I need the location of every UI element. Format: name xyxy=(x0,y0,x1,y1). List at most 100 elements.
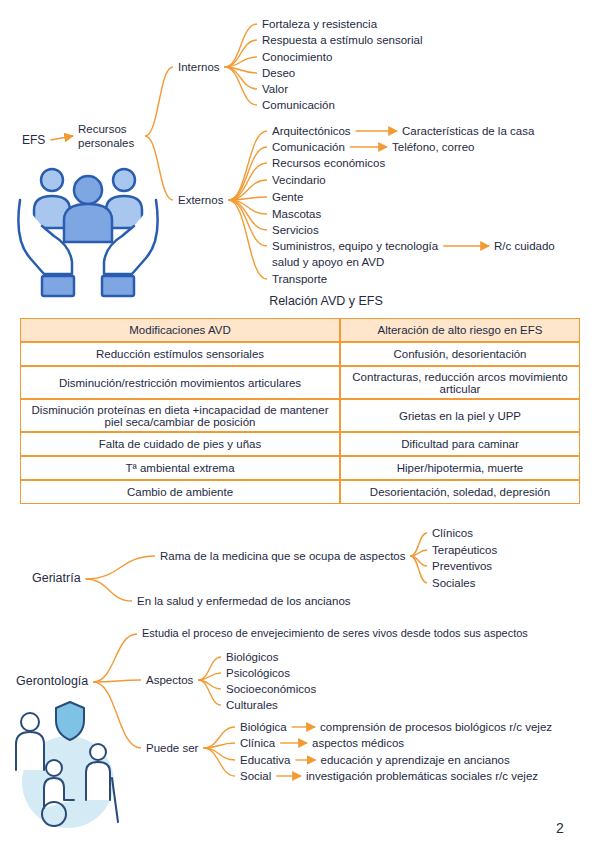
node-text: Vecindario xyxy=(272,173,326,187)
arrow-connector xyxy=(356,130,397,131)
node-text: Clínicos xyxy=(432,526,473,540)
map-node: R/c cuidado xyxy=(492,238,557,254)
map-node: Gerontología xyxy=(14,673,90,691)
arrow-connector xyxy=(276,775,301,776)
cell-text: Desorientación, soledad, depresión xyxy=(370,486,550,498)
map-node: investigación problemáticas sociales r/c… xyxy=(304,768,540,784)
node-text: Mascotas xyxy=(272,207,321,221)
map-node: comprensión de procesos biológicos r/c v… xyxy=(318,719,554,735)
map-node: Preventivos xyxy=(430,558,494,574)
map-node: Rama de la medicina que se ocupa de aspe… xyxy=(158,548,408,564)
map-node: Recursos económicos xyxy=(270,155,387,171)
node-text: Gerontología xyxy=(16,674,88,690)
cell-text: Grietas en la piel y UPP xyxy=(399,410,521,422)
map-node: Teléfono, correo xyxy=(390,139,476,155)
node-text: Comunicación xyxy=(262,98,335,112)
cell-text: Contracturas, reducción arcos movimiento… xyxy=(349,371,571,395)
node-text: Socioeconómicos xyxy=(226,682,316,696)
branch-connector xyxy=(228,200,267,279)
node-text: aspectos médicos xyxy=(312,736,404,750)
map-node: Internos xyxy=(176,59,222,75)
node-text: Culturales xyxy=(226,698,278,712)
arrow-connector xyxy=(50,136,73,140)
branch-connector xyxy=(225,24,257,67)
table-cell: Contracturas, reducción arcos movimiento… xyxy=(340,366,580,399)
node-text: Transporte xyxy=(272,272,327,286)
node-text: EFS xyxy=(22,133,45,148)
map-node: Clínica xyxy=(238,735,277,751)
cell-text: Dificultad para caminar xyxy=(401,438,519,450)
note-text: salud y apoyo en AVD xyxy=(272,255,384,269)
branch-connector xyxy=(228,200,267,230)
map-node: Respuesta a estímulo sensorial xyxy=(260,32,424,48)
node-text: Deseo xyxy=(262,66,295,80)
cell-text: Alteración de alto riesgo en EFS xyxy=(378,324,543,336)
map-node: Mascotas xyxy=(270,206,323,222)
node-text: Teléfono, correo xyxy=(392,140,474,154)
node-text: Internos xyxy=(178,60,220,74)
cell-text: Falta de cuidado de pies y uñas xyxy=(99,438,261,450)
map-node: aspectos médicos xyxy=(310,735,406,751)
map-node: Transporte xyxy=(270,271,329,287)
node-text: Puede ser xyxy=(146,741,198,755)
node-text: Biológica xyxy=(240,720,287,734)
branch-connector xyxy=(225,40,257,67)
branch-connector xyxy=(93,682,141,748)
branch-connector xyxy=(198,673,221,680)
table-title: Relación AVD y EFS xyxy=(269,294,383,310)
branch-connector xyxy=(198,680,221,705)
cell-text: Disminución/restricción movimientos arti… xyxy=(59,377,301,389)
map-node: Fortaleza y resistencia xyxy=(260,16,379,32)
node-text: Terapéuticos xyxy=(432,543,497,557)
branch-connector xyxy=(198,657,221,680)
cell-text: Confusión, desorientación xyxy=(394,348,527,360)
map-node: Características de la casa xyxy=(400,123,536,139)
branch-connector xyxy=(203,748,235,760)
branch-connector xyxy=(228,131,267,200)
node-text: En la salud y enfermedad de los ancianos xyxy=(137,594,351,608)
branch-connector xyxy=(86,556,155,579)
map-node: Socioeconómicos xyxy=(224,681,318,697)
cell-text: Tª ambiental extrema xyxy=(125,462,234,474)
node-text: Recursos económicos xyxy=(272,156,385,170)
branch-connector xyxy=(411,556,428,583)
table-cell: Reducción estímulos sensoriales xyxy=(20,342,340,366)
cell-text: Disminución proteínas en dieta +incapaci… xyxy=(29,404,331,428)
node-text: Valor xyxy=(262,82,288,96)
table-cell: Falta de cuidado de pies y uñas xyxy=(20,432,340,456)
node-text: Rama de la medicina que se ocupa de aspe… xyxy=(160,549,406,563)
node-text: Respuesta a estímulo sensorial xyxy=(262,33,422,47)
people-hands-icon xyxy=(18,169,157,296)
branch-connector xyxy=(203,743,235,748)
node-text: Preventivos xyxy=(432,559,492,573)
branch-connector xyxy=(225,57,257,67)
node-text: R/c cuidado xyxy=(494,239,555,253)
node-text: Fortaleza y resistencia xyxy=(262,17,377,31)
map-node: En la salud y enfermedad de los ancianos xyxy=(135,593,353,609)
map-node: Externos xyxy=(176,192,225,208)
branch-connector xyxy=(203,748,235,776)
branch-connector xyxy=(93,680,141,682)
map-node: Comunicación xyxy=(270,139,347,155)
map-node: Terapéuticos xyxy=(430,542,499,558)
map-node: Psicológicos xyxy=(224,665,292,681)
label-text: Relación AVD y EFS xyxy=(269,294,383,308)
map-node: Culturales xyxy=(224,697,280,713)
map-node: Biológica xyxy=(238,719,289,735)
map-node: Sociales xyxy=(430,575,477,591)
branch-connector xyxy=(86,579,132,601)
map-node: Conocimiento xyxy=(260,49,334,65)
node-text: Suministros, equipo y tecnología xyxy=(272,239,438,253)
node-text: Biológicos xyxy=(226,650,278,664)
map-node: Clínicos xyxy=(430,525,475,541)
map-node: educación y aprendizaje en ancianos xyxy=(319,752,512,768)
map-node: Estudia el proceso de envejecimiento de … xyxy=(140,626,530,642)
arrow-connector xyxy=(350,146,387,147)
map-node: Arquitectónicos xyxy=(270,123,353,139)
map-node: Comunicación xyxy=(260,97,337,113)
table-cell: Cambio de ambiente xyxy=(20,480,340,504)
branch-connector xyxy=(93,634,137,682)
branch-connector xyxy=(228,147,267,200)
table-cell: Disminución/restricción movimientos arti… xyxy=(20,366,340,399)
arrow-connector xyxy=(296,759,316,760)
